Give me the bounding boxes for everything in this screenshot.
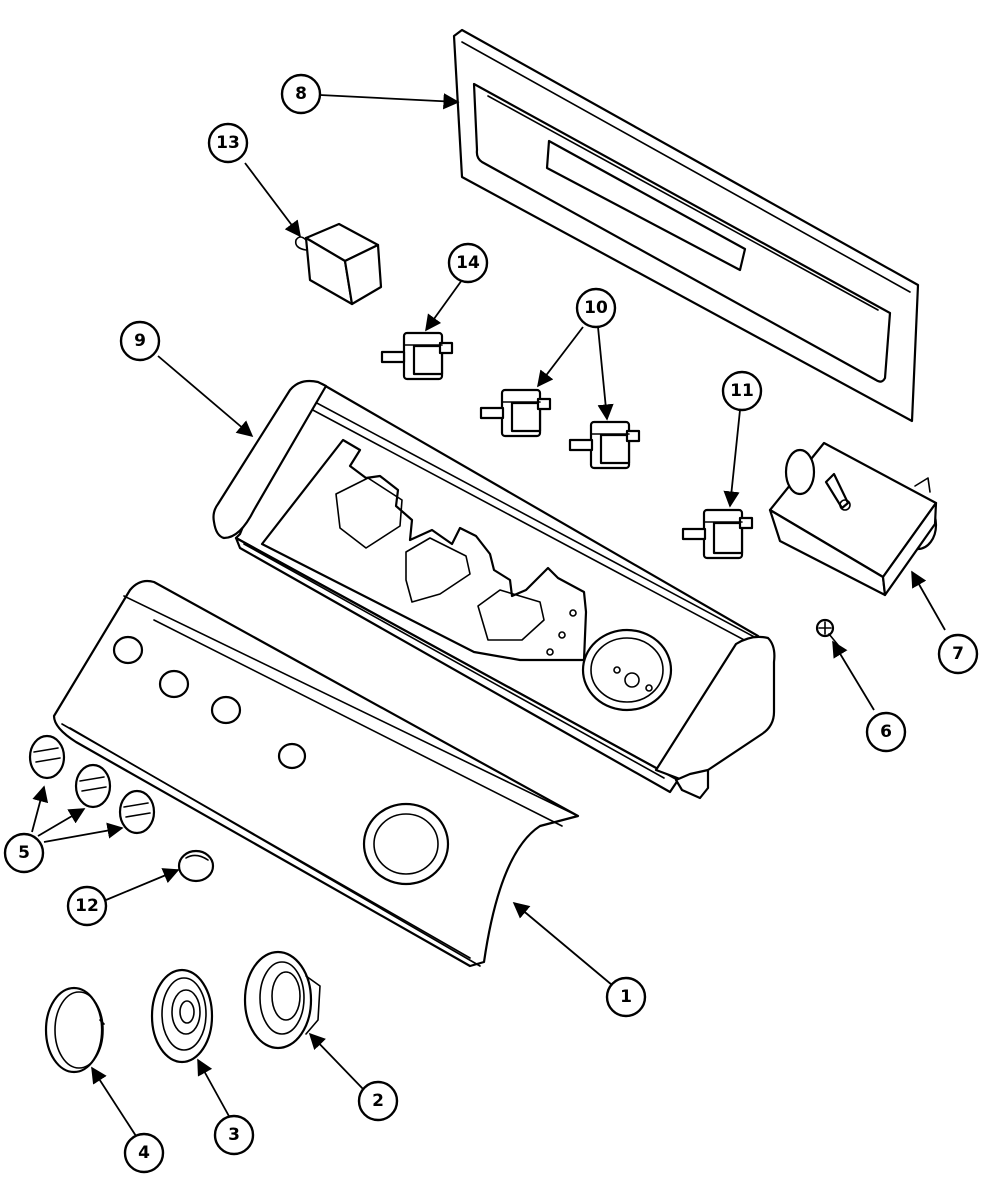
- callout-1: 1: [605, 976, 647, 1018]
- part-6-screw: [815, 618, 839, 646]
- callout-2: 2: [357, 1080, 399, 1122]
- part-14-switch: [380, 331, 454, 381]
- callout-label: 2: [372, 1091, 384, 1111]
- callout-label: 3: [228, 1125, 240, 1145]
- callout-label: 12: [75, 896, 99, 916]
- part-12-button: [177, 849, 215, 883]
- callout-3: 3: [213, 1114, 255, 1156]
- part-1-front-panel: [52, 579, 580, 968]
- callout-label: 14: [456, 253, 480, 273]
- part-4-dial-cover: [44, 986, 105, 1074]
- part-10-switch-b: [568, 420, 641, 470]
- callout-12: 12: [66, 885, 108, 927]
- callout-label: 6: [880, 722, 892, 742]
- knob-2: [74, 763, 112, 809]
- callout-11: 11: [721, 370, 763, 412]
- callout-9: 9: [119, 320, 161, 362]
- part-10-switch-a: [479, 388, 552, 438]
- callout-5: 5: [3, 832, 45, 874]
- callout-label: 1: [620, 987, 632, 1007]
- callout-label: 5: [18, 843, 30, 863]
- part-9-console-housing: [212, 379, 776, 800]
- callout-10: 10: [575, 287, 617, 329]
- callout-label: 10: [584, 298, 608, 318]
- part-11-switch: [681, 508, 754, 560]
- callout-label: 7: [952, 644, 964, 664]
- leader-lines: [31, 93, 946, 1137]
- callout-7: 7: [937, 633, 979, 675]
- callout-14: 14: [447, 242, 489, 284]
- part-13-relay-box: [294, 222, 383, 306]
- callout-label: 8: [295, 84, 307, 104]
- callout-label: 13: [216, 133, 240, 153]
- callout-6: 6: [865, 711, 907, 753]
- part-8-rear-panel: [452, 28, 920, 423]
- part-3-bezel: [150, 968, 214, 1064]
- part-7-timer: [768, 441, 938, 597]
- callout-13: 13: [207, 122, 249, 164]
- callout-label: 4: [138, 1143, 150, 1163]
- part-2-dial-knob: [243, 950, 321, 1050]
- part-5-knobs: [28, 734, 156, 835]
- knob-1: [28, 734, 66, 780]
- callout-8: 8: [280, 73, 322, 115]
- callout-label: 11: [730, 381, 754, 401]
- callout-4: 4: [123, 1132, 165, 1174]
- knob-3: [118, 789, 156, 835]
- callout-label: 9: [134, 331, 146, 351]
